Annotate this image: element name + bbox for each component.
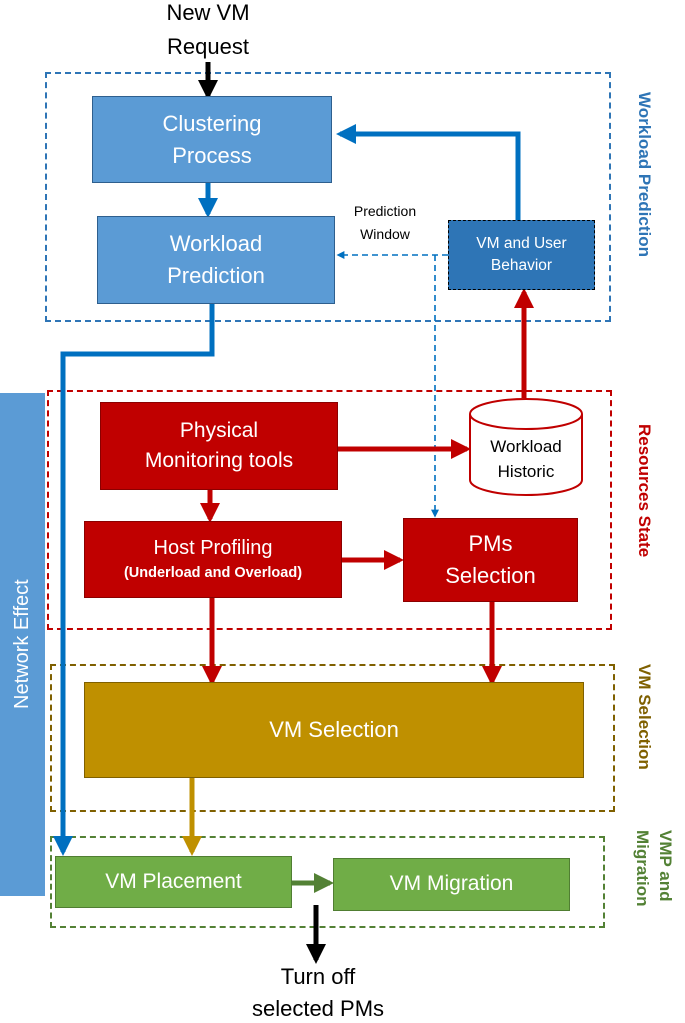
host-profiling-box: Host Profiling (Underload and Overload): [84, 521, 342, 598]
physical-monitoring-line1: Physical: [179, 418, 259, 442]
turn-off-line2: selected PMs: [251, 996, 385, 1021]
vm-selection-section: [50, 664, 615, 812]
workload-historic-label: Workload Historic: [470, 428, 582, 490]
workload-prediction-line1: Workload: [169, 231, 263, 257]
pms-selection-box: PMs Selection: [403, 518, 578, 602]
clustering-process-box: Clustering Process: [92, 96, 332, 183]
resources-state-section: [47, 390, 612, 630]
clustering-line1: Clustering: [162, 110, 262, 136]
vm-migration-text: VM Migration: [389, 872, 514, 896]
prediction-window-line1: Prediction: [353, 203, 417, 219]
host-profiling-line1: Host Profiling: [153, 537, 273, 560]
new-vm-request-line1: New VM: [166, 0, 250, 25]
vm-selection-text: VM Selection: [269, 717, 399, 743]
workload-prediction-section: [45, 72, 611, 322]
vm-placement-box: VM Placement: [55, 856, 292, 908]
workload-prediction-box: Workload Prediction: [97, 216, 335, 304]
vmp-migration-section: [50, 836, 605, 928]
resources-state-label: Resources State: [635, 424, 654, 558]
turn-off-line1: Turn off: [280, 964, 356, 989]
vm-migration-box: VM Migration: [333, 858, 570, 911]
workload-prediction-label: Workload Prediction: [635, 92, 654, 257]
network-effect-bar: [0, 393, 45, 896]
vm-placement-text: VM Placement: [105, 869, 242, 893]
vm-user-behavior-line1: VM and User: [476, 234, 567, 252]
physical-monitoring-box: Physical Monitoring tools: [100, 402, 338, 490]
vmp-migration-label-1: VMP and: [656, 830, 675, 902]
vm-user-behavior-box: VM and User Behavior: [448, 220, 595, 290]
new-vm-request-line2: Request: [167, 34, 249, 59]
physical-monitoring-line2: Monitoring tools: [144, 449, 294, 472]
workload-historic-line1: Workload: [490, 436, 562, 456]
workload-historic-line2: Historic: [497, 462, 555, 481]
prediction-window-line2: Window: [360, 226, 410, 242]
pms-selection-line1: PMs: [468, 531, 513, 557]
vmp-migration-label-2: Migration: [633, 830, 652, 907]
workload-prediction-line2: Prediction: [167, 263, 265, 288]
vm-selection-box: VM Selection: [84, 682, 584, 778]
pms-selection-line2: Selection: [445, 563, 536, 588]
host-profiling-line2: (Underload and Overload): [123, 565, 303, 582]
vm-user-behavior-line2: Behavior: [490, 257, 553, 274]
vm-selection-label: VM Selection: [635, 664, 654, 770]
clustering-line2: Process: [172, 142, 252, 168]
